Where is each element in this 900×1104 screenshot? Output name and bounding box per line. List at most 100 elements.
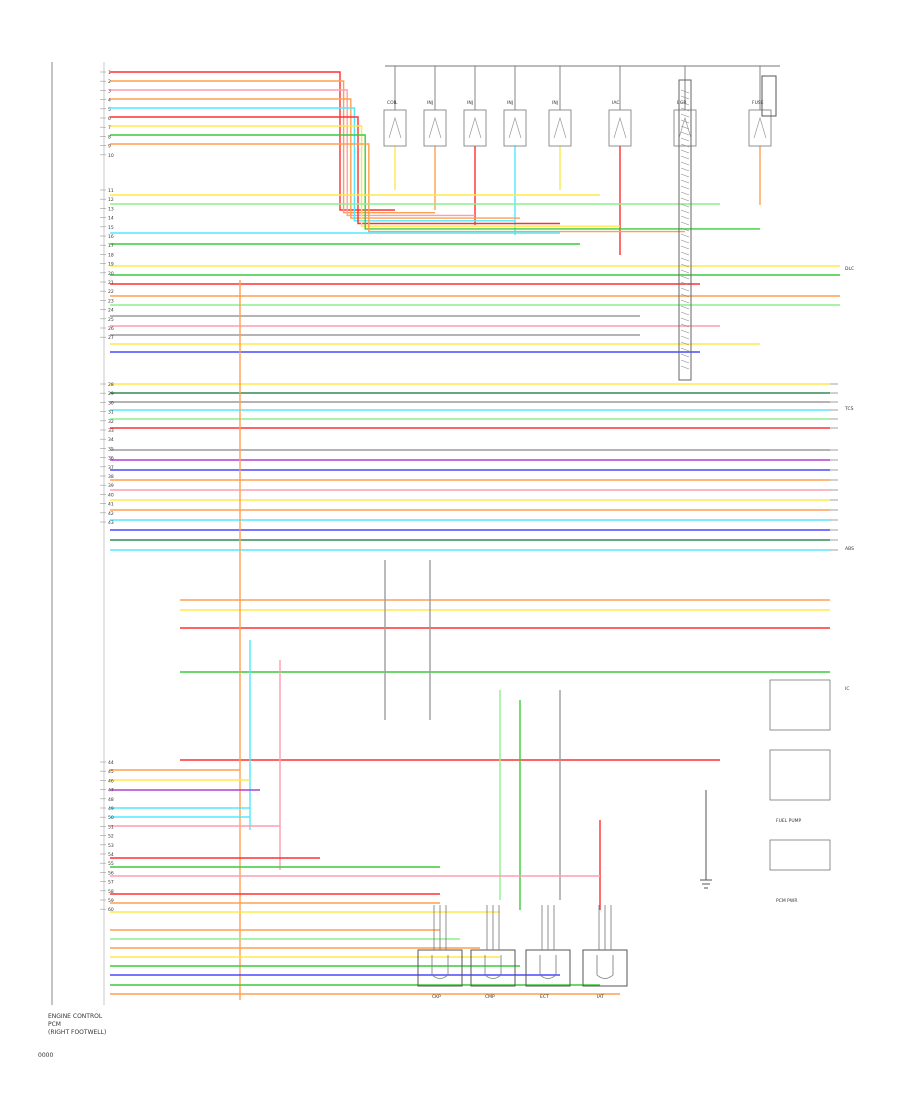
- component-label: COIL: [387, 100, 398, 106]
- right-connector-box: [769, 839, 831, 871]
- coil-winding: [680, 215, 690, 220]
- coil-winding: [680, 125, 690, 130]
- coil-winding: [680, 263, 690, 268]
- pin-number: 16: [108, 234, 114, 240]
- coil-winding: [680, 167, 690, 172]
- coil-winding: [680, 299, 690, 304]
- sensor-label: ECT: [540, 994, 549, 1000]
- component-symbol: [508, 116, 522, 139]
- right-connector-label: DLC: [845, 266, 854, 272]
- coil-winding: [680, 293, 690, 298]
- pin-number: 43: [108, 520, 114, 526]
- pin-number: 44: [108, 760, 114, 766]
- wire-layer: [110, 71, 840, 1000]
- pin-number: 18: [108, 252, 114, 258]
- component-label: INJ: [507, 100, 513, 106]
- component-box: [503, 109, 527, 147]
- coil-winding: [680, 305, 690, 310]
- coil-winding: [680, 287, 690, 292]
- coil-winding: [680, 89, 690, 94]
- sensor-symbol: [484, 955, 502, 979]
- component-symbol: [678, 116, 692, 139]
- pin-number: 19: [108, 262, 114, 268]
- pcm-to-component-wire: [110, 125, 620, 227]
- pin-number: 36: [108, 456, 114, 462]
- pin-number: 10: [108, 153, 114, 159]
- coil-winding: [680, 137, 690, 142]
- sensor-symbol: [431, 955, 449, 979]
- coil-winding: [680, 353, 690, 358]
- pcm-to-component-wire: [110, 107, 515, 222]
- pin-number: 26: [108, 326, 114, 332]
- coil-winding: [680, 161, 690, 166]
- coil-winding: [680, 329, 690, 334]
- pin-number: 53: [108, 843, 114, 849]
- pin-number: 32: [108, 419, 114, 425]
- pin-number: 14: [108, 216, 114, 222]
- coil-winding: [680, 323, 690, 328]
- pin-label-layer: 1234567891011121314151617181920212223242…: [100, 70, 114, 913]
- coil-winding: [680, 269, 690, 274]
- component-symbol: [553, 116, 567, 139]
- pin-number: 5: [108, 107, 111, 113]
- coil-winding: [680, 203, 690, 208]
- pin-number: 6: [108, 116, 111, 122]
- pin-number: 31: [108, 410, 114, 416]
- sensor-label: IAT: [597, 994, 604, 1000]
- caption-line-2: PCM: [48, 1021, 61, 1028]
- pin-number: 11: [108, 188, 114, 194]
- coil-winding: [680, 317, 690, 322]
- pin-number: 33: [108, 428, 114, 434]
- pin-number: 49: [108, 806, 114, 812]
- pin-number: 38: [108, 474, 114, 480]
- pin-number: 56: [108, 870, 114, 876]
- component-symbol: [753, 116, 767, 139]
- component-symbol: [613, 116, 627, 139]
- pin-number: 8: [108, 134, 111, 140]
- component-label: INJ: [427, 100, 433, 106]
- pin-number: 1: [108, 70, 111, 76]
- sensor-label: CMP: [485, 994, 495, 1000]
- coil-winding: [680, 275, 690, 280]
- pin-number: 29: [108, 391, 114, 397]
- pin-number: 21: [108, 280, 114, 286]
- coil-winding: [680, 149, 690, 154]
- pin-number: 46: [108, 778, 114, 784]
- pcm-to-component-wire: [110, 89, 475, 217]
- caption-line-3: (RIGHT FOOTWELL): [48, 1029, 106, 1036]
- component-label: FUSE: [752, 100, 764, 106]
- coil-winding: [680, 311, 690, 316]
- coil-winding: [680, 245, 690, 250]
- pin-number: 41: [108, 502, 114, 508]
- coil-winding: [680, 239, 690, 244]
- caption-line-1: ENGINE CONTROL: [48, 1013, 103, 1020]
- coil-pack-element: [678, 79, 692, 381]
- pcm-to-component-wire: [110, 116, 560, 225]
- relay-label: FUEL PUMP: [776, 818, 802, 824]
- pin-number: 34: [108, 437, 114, 443]
- pin-number: 3: [108, 88, 111, 94]
- footer-code: 0000: [38, 1052, 53, 1059]
- pcm-to-component-wire: [110, 143, 685, 233]
- coil-winding: [680, 119, 690, 124]
- component-box: [748, 109, 772, 147]
- pin-number: 48: [108, 797, 114, 803]
- component-box: [383, 109, 407, 147]
- pin-number: 52: [108, 834, 114, 840]
- pcm-to-component-wire: [110, 71, 395, 211]
- coil-winding: [680, 359, 690, 364]
- right-connector-label: TCS: [844, 406, 854, 412]
- component-symbol: [428, 116, 442, 139]
- coil-winding: [680, 185, 690, 190]
- pin-number: 58: [108, 889, 114, 895]
- pin-number: 51: [108, 824, 114, 830]
- pin-number: 9: [108, 144, 111, 150]
- coil-winding: [680, 251, 690, 256]
- component-box: [463, 109, 487, 147]
- sensor-label: CKP: [432, 994, 441, 1000]
- pin-number: 54: [108, 852, 114, 858]
- coil-winding: [680, 197, 690, 202]
- coil-winding: [680, 365, 690, 370]
